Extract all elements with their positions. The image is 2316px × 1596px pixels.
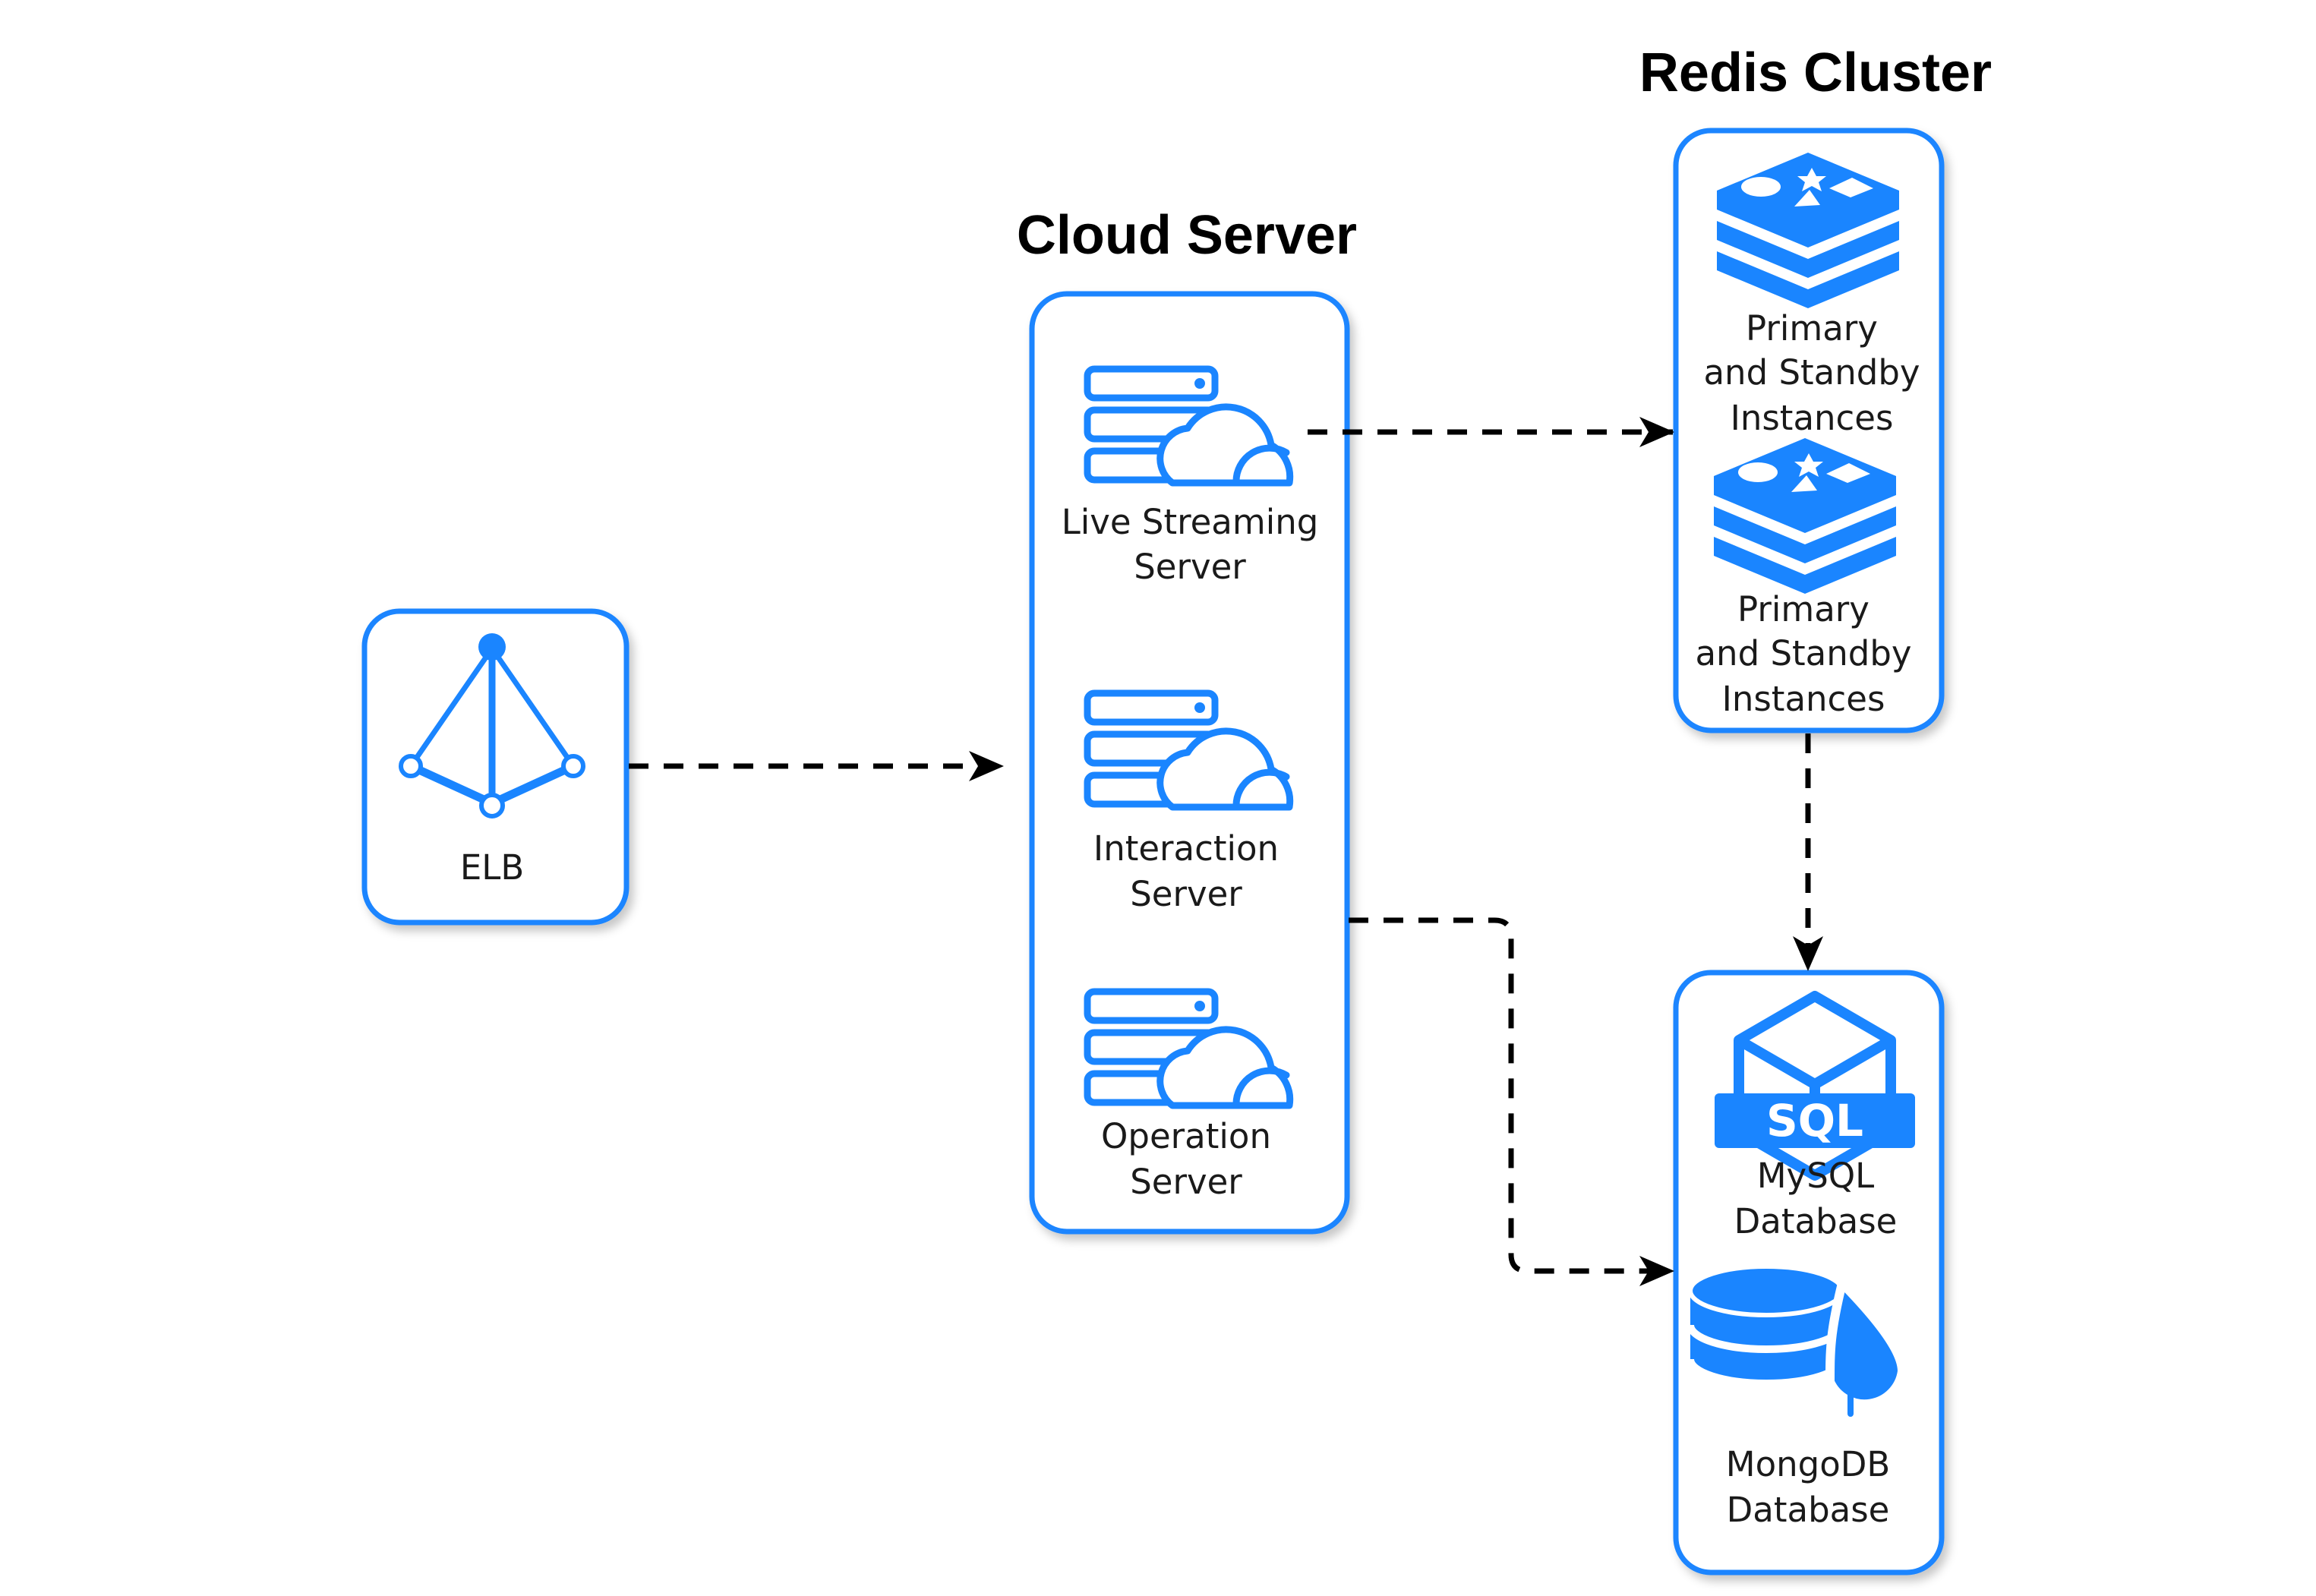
elb-label: ELB (460, 847, 524, 888)
load-balancer-icon (399, 633, 585, 819)
mongodb-icon (1687, 1264, 1907, 1417)
redis-instance-1-node[interactable]: Primary and Standby Instances (1703, 153, 1920, 438)
cloud-server-title: Cloud Server (1017, 205, 1357, 266)
live-streaming-server-label-line1: Live Streaming (1062, 502, 1319, 542)
elb-node[interactable]: ELB (399, 633, 585, 888)
redis-instance-2-node[interactable]: Primary and Standby Instances (1695, 438, 1912, 719)
mysql-database-label-line1: MySQL (1757, 1156, 1875, 1196)
mongodb-database-label-line2: Database (1727, 1490, 1890, 1530)
redis-instance-1-label-line2: and Standby (1703, 352, 1920, 393)
redis-instance-2-label-line2: and Standby (1695, 633, 1911, 673)
operation-server-label-line2: Server (1130, 1162, 1242, 1202)
redis-instance-1-label-line1: Primary (1746, 308, 1878, 349)
redis-instance-2-label-line3: Instances (1722, 679, 1885, 719)
interaction-server-node[interactable]: Interaction Server (1087, 693, 1290, 914)
live-streaming-server-node[interactable]: Live Streaming Server (1062, 369, 1319, 587)
live-streaming-server-label-line2: Server (1134, 547, 1246, 587)
mysql-database-label-line2: Database (1734, 1201, 1898, 1241)
mysql-database-node[interactable]: SQL MySQL Database (1715, 991, 1915, 1241)
redis-instance-1-label-line3: Instances (1731, 398, 1894, 438)
interaction-server-label-line1: Interaction (1093, 828, 1279, 869)
operation-server-label-line1: Operation (1101, 1116, 1271, 1156)
operation-server-node[interactable]: Operation Server (1087, 992, 1290, 1202)
redis-cluster-title: Redis Cluster (1639, 43, 1992, 103)
mysql-badge: SQL (1766, 1095, 1863, 1147)
interaction-server-label-line2: Server (1130, 874, 1242, 914)
mongodb-database-label-line1: MongoDB (1726, 1444, 1891, 1484)
redis-instance-2-label-line1: Primary (1737, 589, 1870, 629)
mysql-icon: SQL (1715, 991, 1915, 1181)
edge-cloud-server-to-mysql (1349, 917, 1674, 1286)
mongodb-database-node[interactable]: MongoDB Database (1687, 1264, 1907, 1530)
